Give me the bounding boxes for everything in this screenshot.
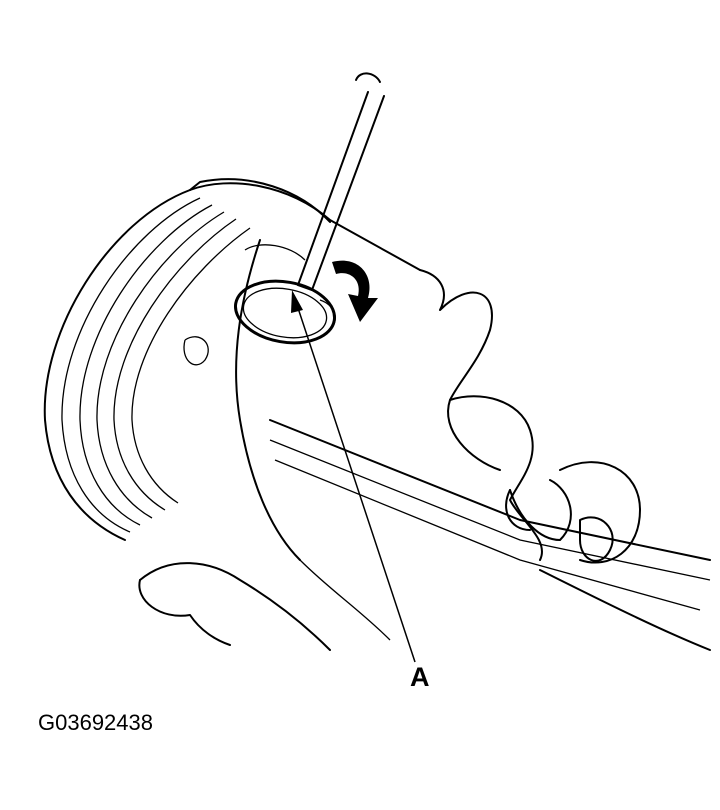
pick-tool xyxy=(297,72,385,291)
rotation-arrow-icon xyxy=(332,260,378,322)
hands xyxy=(138,269,711,651)
pin-bore xyxy=(233,244,337,345)
figure-id: G03692438 xyxy=(38,710,153,735)
piston xyxy=(43,178,421,561)
callout-label-a: A xyxy=(410,662,430,692)
callout-a-leader xyxy=(291,290,416,663)
